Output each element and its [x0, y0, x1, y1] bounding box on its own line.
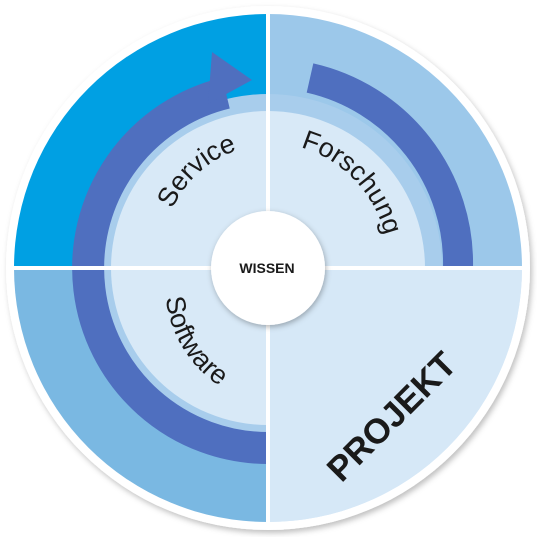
projekt-quadrant-cover	[268, 268, 522, 522]
center-circle	[211, 211, 325, 325]
cycle-arrow-left	[72, 77, 269, 464]
cycle-arrow-head	[208, 52, 252, 104]
cycle-arrow-right	[306, 63, 474, 269]
center-label: WISSEN	[239, 260, 294, 276]
